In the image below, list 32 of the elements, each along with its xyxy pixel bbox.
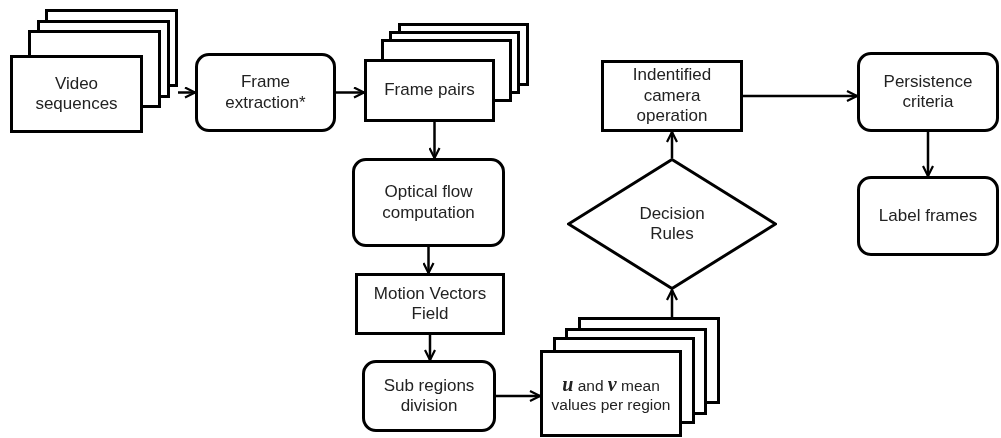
node-label: Indentified camera operation bbox=[631, 65, 713, 127]
arrow bbox=[496, 389, 542, 403]
stacked-document-box bbox=[540, 317, 720, 437]
node-label: Sub regions division bbox=[382, 375, 476, 417]
arrow bbox=[665, 130, 679, 158]
arrow bbox=[423, 335, 437, 362]
node-label: u and v mean values per region bbox=[550, 372, 672, 415]
node-label: Motion Vectors Field bbox=[372, 283, 488, 325]
arrow bbox=[921, 132, 935, 178]
process-box bbox=[355, 273, 505, 335]
node-label: Frame pairs bbox=[384, 80, 475, 101]
stacked-document-box bbox=[10, 9, 178, 133]
decision-diamond bbox=[567, 158, 777, 290]
process-box bbox=[857, 176, 999, 256]
arrow bbox=[336, 86, 366, 99]
arrow bbox=[428, 122, 441, 160]
process-box bbox=[601, 60, 743, 132]
process-box bbox=[362, 360, 496, 432]
node-label: Label frames bbox=[878, 205, 978, 227]
node-label: Persistence criteria bbox=[882, 71, 974, 113]
process-box bbox=[857, 52, 999, 132]
node-label: Frame extraction* bbox=[224, 72, 307, 113]
arrow bbox=[178, 86, 197, 99]
node-label: Optical flow computation bbox=[381, 182, 476, 223]
stacked-document-box bbox=[364, 23, 529, 122]
arrow bbox=[665, 288, 679, 317]
node-label: Decision Rules bbox=[638, 203, 706, 245]
arrow bbox=[422, 247, 435, 275]
process-box bbox=[352, 158, 505, 247]
node-label: Video sequences bbox=[34, 73, 119, 115]
process-box bbox=[195, 53, 336, 132]
arrow bbox=[743, 89, 859, 103]
